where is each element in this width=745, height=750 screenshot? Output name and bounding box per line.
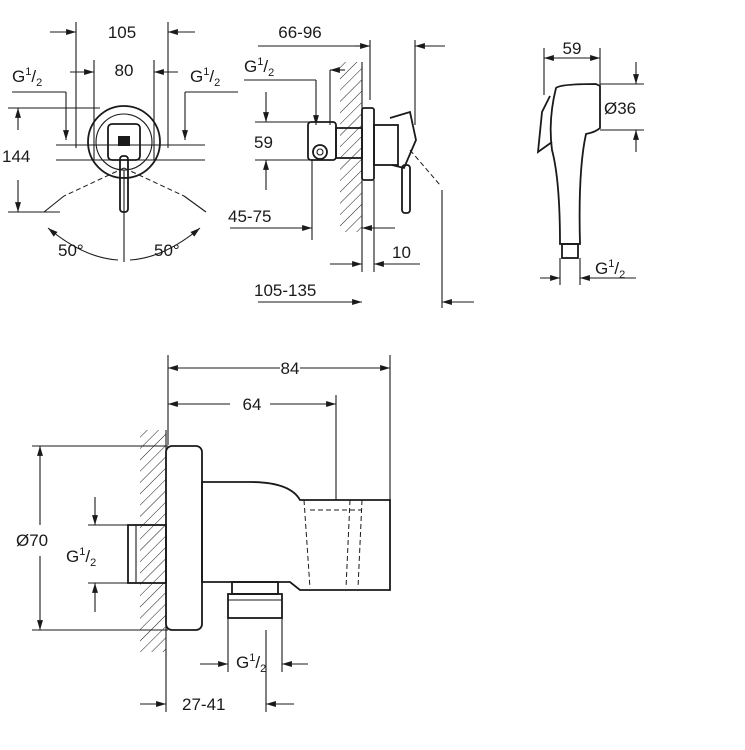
- front-view: 105 80 G1/2 G1/2 144: [2, 22, 238, 262]
- spray-hose-connector: [561, 243, 579, 259]
- swing-line: [409, 149, 441, 186]
- wall-outlet-view: 84 64 Ø70 G1/2: [16, 355, 391, 714]
- wall-hatch: [340, 62, 362, 232]
- angle-50-left: 50°: [58, 241, 84, 260]
- dim-59-right-label: 59: [563, 39, 582, 58]
- connector-nut: [312, 144, 328, 160]
- dim-27-41-label: 27-41: [182, 695, 225, 714]
- angle-50-right: 50°: [154, 241, 180, 260]
- spray-trigger: [536, 95, 553, 154]
- thread-label-bottom-mid: G1/2: [236, 652, 266, 675]
- swing-line: [183, 195, 207, 213]
- dim-45-75-label: 45-75: [228, 207, 271, 226]
- indicator: [118, 136, 130, 146]
- connector-nut-inner: [316, 148, 324, 156]
- thread-label-right: G1/2: [190, 66, 220, 89]
- body-side: [373, 124, 399, 166]
- hidden-line: [357, 499, 363, 589]
- thread-label-left: G1/2: [12, 66, 42, 89]
- spray-head: [549, 83, 601, 245]
- swing-line: [123, 167, 185, 197]
- thread-label-bottom-left: G1/2: [66, 546, 96, 569]
- hand-spray-view: 59 Ø36 G1/2: [536, 39, 644, 285]
- swing-line: [43, 195, 65, 213]
- rosette-side: [361, 107, 375, 181]
- cartridge-body: [107, 123, 141, 161]
- angle-arc-left: [47, 227, 119, 261]
- angle-arc-right: [129, 227, 201, 261]
- hidden-line: [345, 499, 351, 589]
- wall-flange: [165, 445, 203, 631]
- dim-105-135-label: 105-135: [254, 281, 316, 300]
- wall-hatch: [140, 430, 166, 652]
- dim-36-label: Ø36: [604, 99, 636, 118]
- dim-59-mid-label: 59: [254, 133, 273, 152]
- side-view: 66-96 G1/2 59 45-75 10: [228, 23, 474, 308]
- thread-label-right-bottom: G1/2: [595, 258, 625, 281]
- dim-10-label: 10: [392, 243, 411, 262]
- lever-side: [401, 164, 411, 214]
- outlet-nut: [231, 581, 279, 595]
- dim-70-label: Ø70: [16, 531, 48, 550]
- outlet-thread: [227, 593, 283, 619]
- dim-105-label: 105: [108, 23, 136, 42]
- dim-66-96-label: 66-96: [278, 23, 321, 42]
- dim-64-label: 64: [243, 395, 262, 414]
- handle-side: [389, 110, 417, 170]
- thread-label-mid: G1/2: [244, 56, 274, 79]
- dim-144-label: 144: [2, 147, 30, 166]
- dim-80-label: 80: [115, 61, 134, 80]
- swing-line: [63, 167, 125, 197]
- outlet-body: [201, 481, 391, 591]
- hidden-line: [303, 499, 311, 589]
- dim-84-label: 84: [281, 359, 300, 378]
